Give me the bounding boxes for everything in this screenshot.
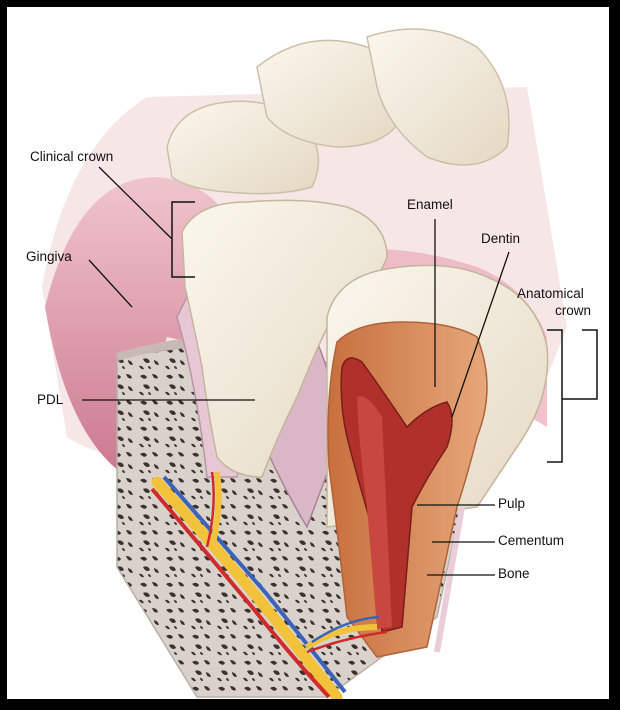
tooth-anatomy-illustration xyxy=(7,7,609,699)
label-bone: Bone xyxy=(498,567,530,582)
label-enamel: Enamel xyxy=(407,198,453,213)
anatomical-crown-bracket-outer xyxy=(562,330,597,399)
label-gingiva: Gingiva xyxy=(26,250,72,265)
label-pulp: Pulp xyxy=(498,497,525,512)
label-anatomical-crown-1: Anatomical xyxy=(517,287,584,302)
label-clinical-crown: Clinical crown xyxy=(30,150,113,165)
label-pdl: PDL xyxy=(37,393,63,408)
label-anatomical-crown-2: crown xyxy=(555,304,591,319)
label-cementum: Cementum xyxy=(498,534,564,549)
label-dentin: Dentin xyxy=(481,232,520,247)
